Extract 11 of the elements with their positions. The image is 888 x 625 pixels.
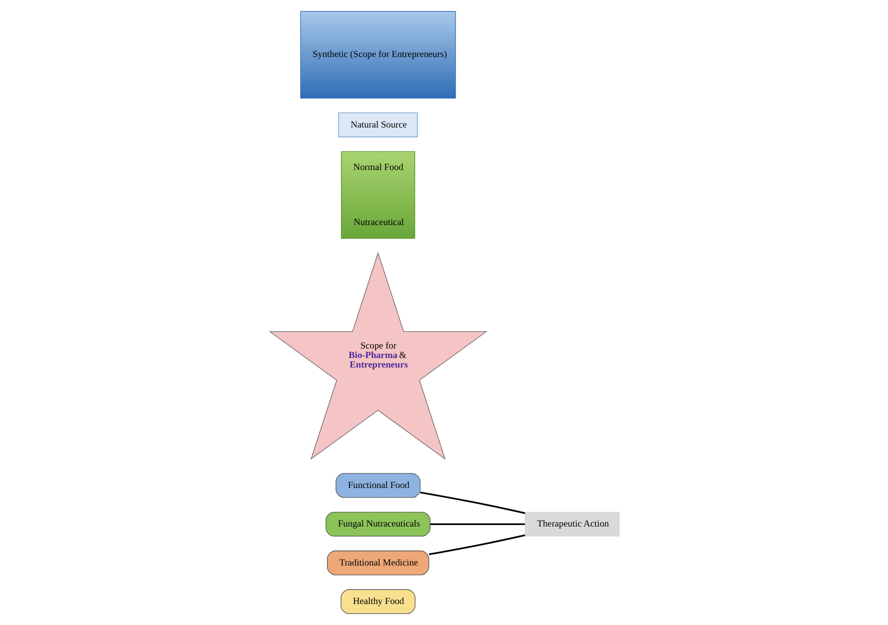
connector — [420, 492, 525, 514]
node-box: Natural Source — [338, 112, 418, 138]
connector — [430, 523, 524, 525]
node-box: Healthy Food — [340, 589, 415, 614]
node-box: Normal Food Nutraceutical — [340, 151, 415, 239]
node-box: Fungal Nutraceuticals — [325, 512, 430, 537]
node-box: Traditional Medicine — [326, 550, 429, 576]
node-box: Synthetic (Scope for Entrepreneurs) — [300, 11, 456, 98]
node-box: Functional Food — [335, 473, 420, 498]
node-box: Therapeutic Action — [524, 512, 620, 537]
connector — [428, 534, 525, 556]
